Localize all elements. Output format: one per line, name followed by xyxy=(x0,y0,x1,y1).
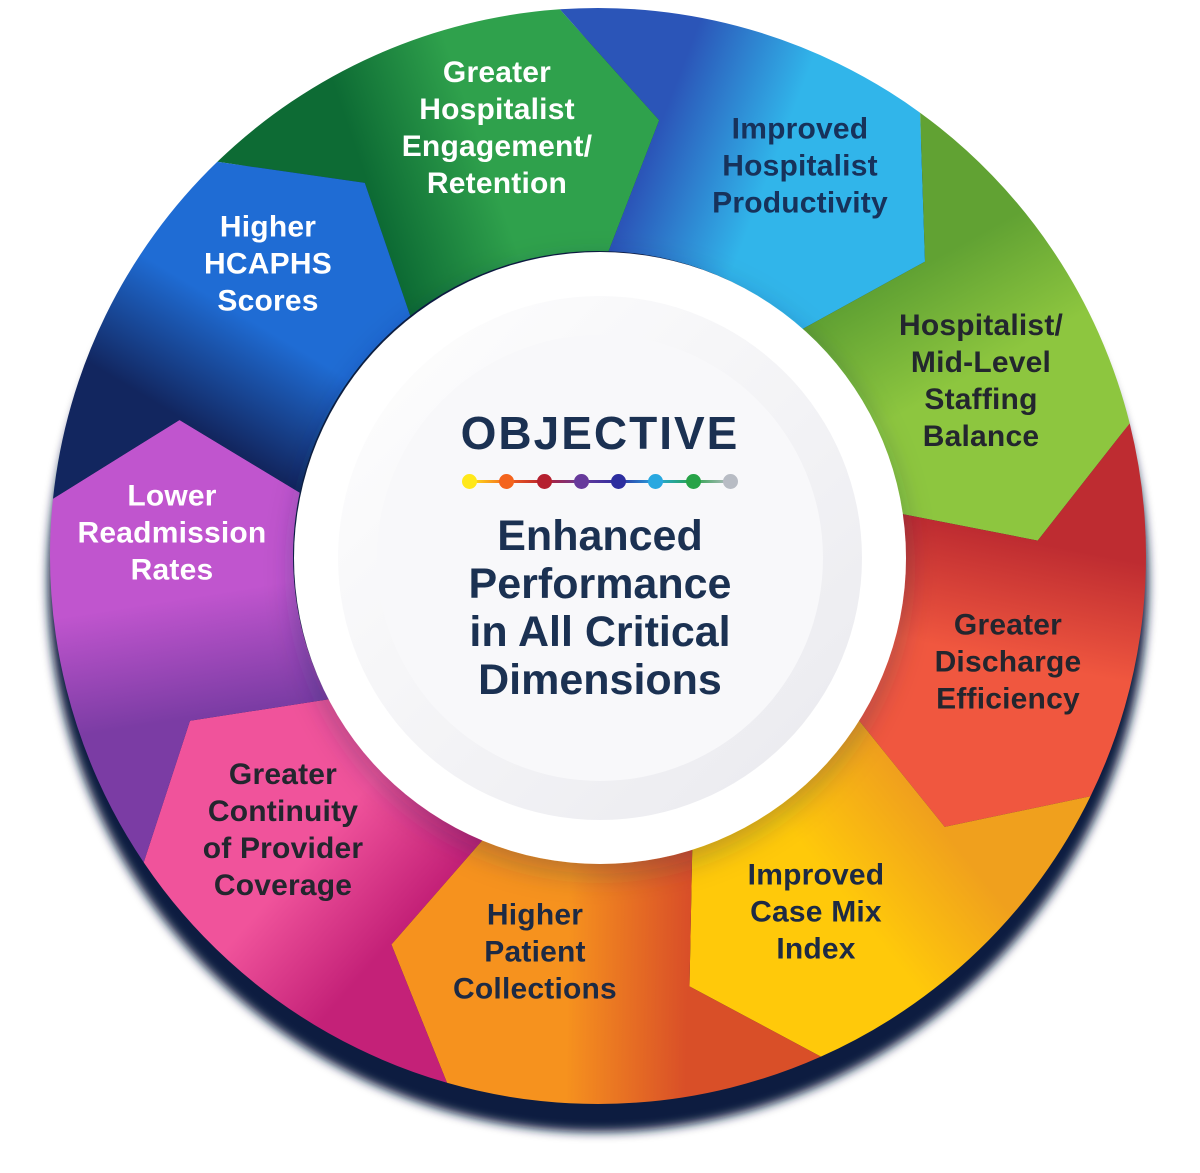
divider-dot xyxy=(611,473,627,489)
center-disk-inner xyxy=(377,335,823,781)
objective-title: OBJECTIVE xyxy=(460,407,740,459)
divider-dot xyxy=(685,473,701,489)
divider-dots xyxy=(462,473,738,489)
divider-dot xyxy=(723,473,738,489)
segment-greater-hospitalist-engagement-retention xyxy=(217,9,660,316)
center-disk xyxy=(294,252,906,864)
segment-label-lower-readmission-rates: Lower Readmission Rates xyxy=(77,479,267,587)
segment-greater-discharge-efficiency xyxy=(856,423,1146,827)
segment-improved-case-mix-index xyxy=(689,717,1091,1057)
segment-higher-hcaphs-scores xyxy=(53,161,411,499)
divider-dot xyxy=(499,473,515,489)
segment-greater-continuity-of-provider-coverage xyxy=(143,699,484,1083)
divider-line xyxy=(470,479,730,483)
segment-hospitalist-mid-level-staffing-balance xyxy=(802,112,1130,541)
segment-label-greater-continuity-of-provider-coverage: Greater Continuity of Provider Coverage xyxy=(202,758,364,902)
segment-lower-readmission-rates xyxy=(50,420,329,863)
objective-statement: Enhanced Performance in All Critical Dim… xyxy=(468,512,732,704)
segment-label-improved-hospitalist-productivity: Improved Hospitalist Productivity xyxy=(712,112,888,220)
segment-improved-hospitalist-productivity xyxy=(559,7,925,330)
segment-label-higher-patient-collections: Higher Patient Collections xyxy=(453,898,617,1006)
segment-label-hospitalist-mid-level-staffing-balance: Hospitalist/ Mid-Level Staffing Balance xyxy=(898,309,1064,453)
wheel-segments xyxy=(50,7,1146,1105)
divider-dot xyxy=(536,473,552,489)
divider-dot xyxy=(648,473,664,489)
segment-label-greater-hospitalist-engagement-retention: Greater Hospitalist Engagement/ Retentio… xyxy=(401,56,593,200)
segment-label-higher-hcaphs-scores: Higher HCAPHS Scores xyxy=(204,210,332,318)
segment-label-improved-case-mix-index: Improved Case Mix Index xyxy=(747,858,885,966)
divider-dot xyxy=(462,473,477,489)
segment-label-greater-discharge-efficiency: Greater Discharge Efficiency xyxy=(934,608,1082,716)
divider-dot xyxy=(573,473,589,489)
segment-higher-patient-collections xyxy=(391,838,821,1105)
